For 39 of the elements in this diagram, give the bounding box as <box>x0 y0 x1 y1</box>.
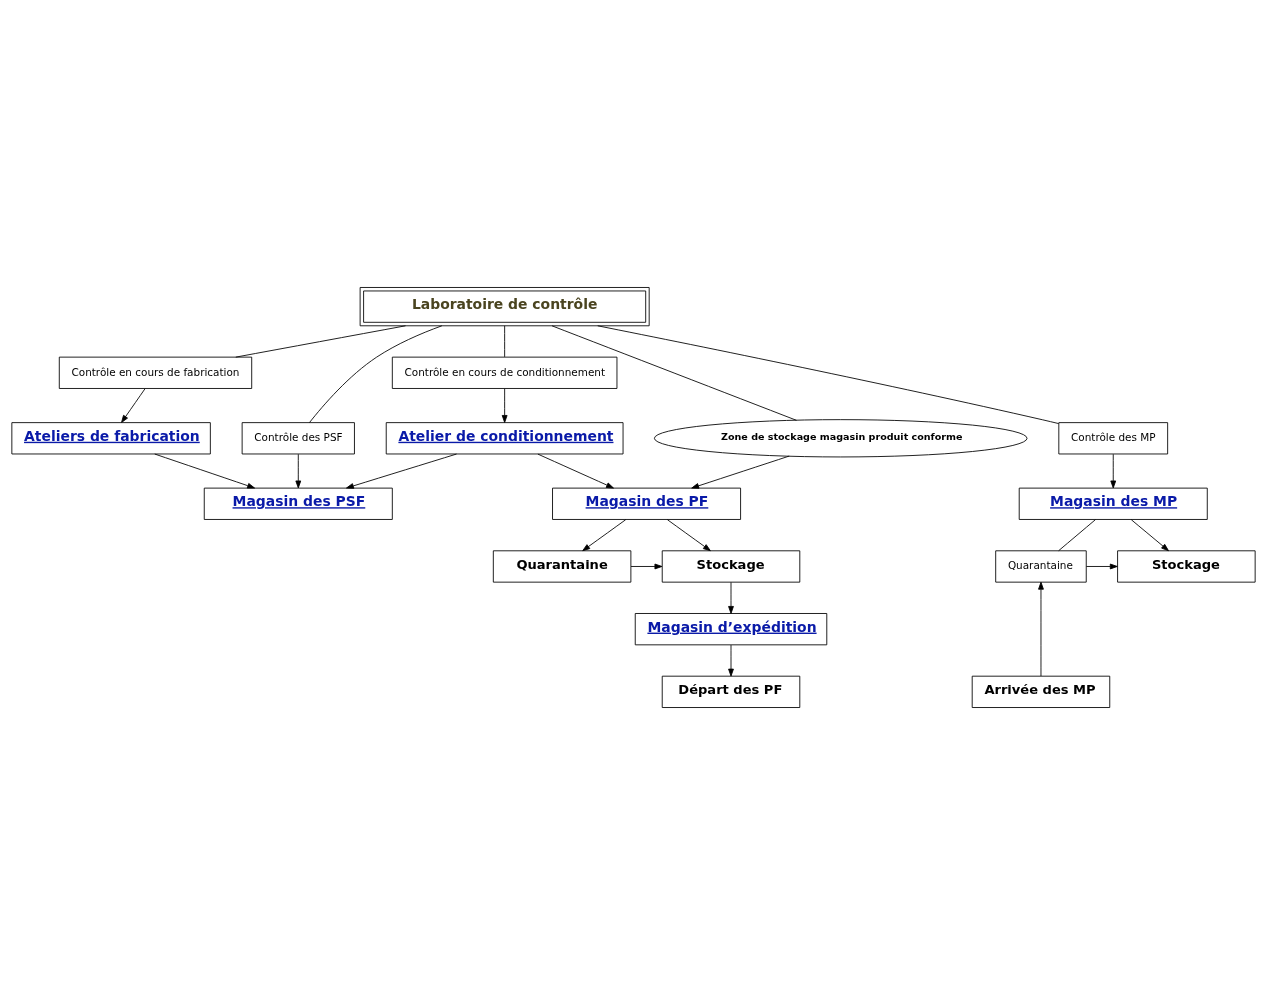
node-box: Contrôle des PSF <box>241 422 355 455</box>
arrow <box>295 453 302 489</box>
arrow <box>121 388 146 423</box>
node-box: Contrôle en cours de fabrication <box>58 356 253 389</box>
arrow <box>501 388 508 423</box>
node-box: Magasin des PSF <box>203 487 393 520</box>
node-box: Magasin d’expédition <box>634 613 828 646</box>
arrow <box>1110 453 1117 489</box>
connector <box>1058 519 1096 552</box>
arrow <box>537 453 614 489</box>
arrow <box>728 644 734 677</box>
arrow <box>1038 581 1044 677</box>
arrow <box>1085 563 1118 570</box>
arrow <box>154 453 255 489</box>
connector <box>309 325 443 423</box>
node-box: Stockage <box>1117 550 1256 583</box>
node-box: Stockage <box>661 550 801 583</box>
arrow <box>630 563 663 570</box>
node-box: Atelier de conditionnement <box>385 422 624 455</box>
node-box: Contrôle en cours de conditionnement <box>391 356 618 389</box>
node-box: Ateliers de fabrication <box>11 422 211 455</box>
node-box: Départ des PF <box>661 675 801 708</box>
node-box: Magasin des MP <box>1018 487 1208 520</box>
node-box: Magasin des PF <box>552 487 742 520</box>
arrow <box>728 581 734 614</box>
arrow <box>691 455 790 489</box>
arrow <box>346 453 457 489</box>
node-ellipse: Zone de stockage magasin produit conforme <box>653 419 1028 458</box>
node-box: Contrôle des MP <box>1058 422 1169 455</box>
node-box: Quarantaine <box>492 550 632 583</box>
arrow <box>582 519 627 552</box>
connector <box>504 325 506 358</box>
arrow <box>667 519 711 552</box>
connector <box>597 325 1060 424</box>
connector <box>551 325 797 421</box>
arrow <box>1130 519 1169 552</box>
connector <box>235 325 406 358</box>
node-box: Quarantaine <box>995 550 1087 583</box>
node-box: Arrivée des MP <box>971 675 1111 708</box>
